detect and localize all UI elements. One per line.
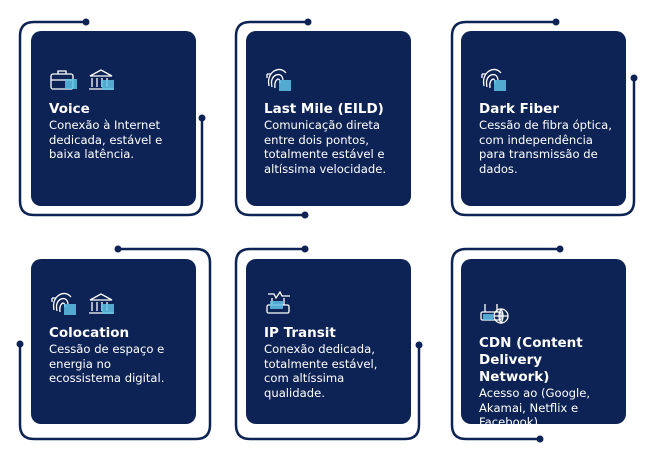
card-description: Cessão de espaço e energia no ecossistem…: [49, 342, 165, 386]
service-card-colocation: Colocation Cessão de espaço e energia no…: [31, 259, 196, 424]
card-description: Conexão dedicada, totalmente estável, co…: [264, 342, 378, 400]
card-title: CDN (Content Delivery Network): [479, 335, 583, 385]
card-title: Voice: [49, 101, 90, 117]
service-card-ip-transit: IP Transit Conexão dedicada, totalmente …: [246, 259, 411, 424]
router-globe-icon: [479, 300, 511, 328]
fingerprint-icon: [264, 66, 294, 94]
service-card-dark-fiber: Dark Fiber Cessão de fibra óptica, com i…: [461, 31, 626, 206]
card-description: Acesso ao (Google, Akamai, Netflix e Fac…: [479, 386, 591, 430]
card-description: Cessão de fibra óptica, com independênci…: [479, 118, 612, 176]
bank-icon: [87, 291, 117, 317]
card-description: Conexão à Internet dedicada, estável e b…: [49, 118, 163, 162]
card-description: Comunicação direta entre dois pontos, to…: [264, 118, 387, 176]
card-title: Dark Fiber: [479, 101, 559, 117]
fingerprint-icon: [479, 66, 509, 94]
card-title: Last Mile (EILD): [264, 101, 384, 117]
router-icon: [264, 290, 294, 318]
service-card-voice: Voice Conexão à Internet dedicada, estáv…: [31, 31, 196, 206]
bank-icon: [87, 67, 117, 93]
card-title: Colocation: [49, 325, 130, 341]
service-card-cdn: CDN (Content Delivery Network) Acesso ao…: [461, 259, 626, 429]
briefcase-icon: [49, 67, 79, 93]
fingerprint-icon: [49, 290, 79, 318]
service-card-last-mile: Last Mile (EILD) Comunicação direta entr…: [246, 31, 411, 206]
card-title: IP Transit: [264, 325, 336, 341]
